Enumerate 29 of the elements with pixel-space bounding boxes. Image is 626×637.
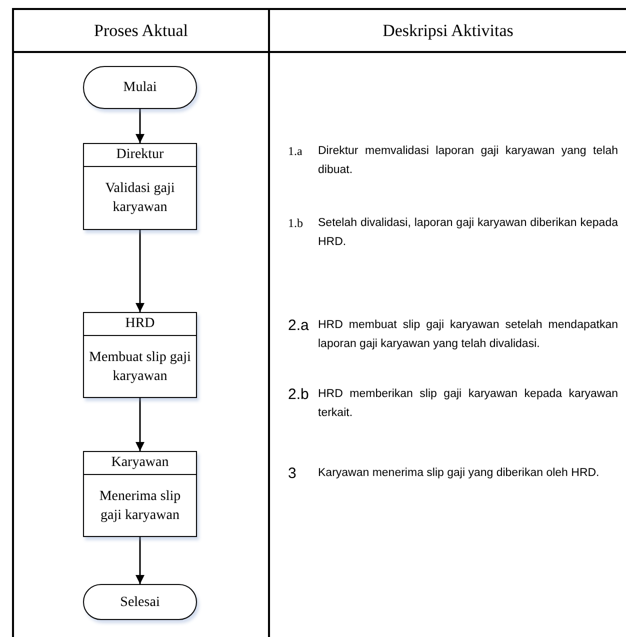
process-box: [83, 312, 197, 398]
column-header: Deskripsi Aktivitas: [382, 20, 514, 42]
step-number: 1.b: [288, 215, 304, 232]
arrow: [136, 537, 144, 584]
step-description: HRD membuat slip gaji karyawan setelah mendapatkan laporan gaji karyawan yang telah divalidasi.: [318, 318, 618, 352]
step-description: Setelah divalidasi, laporan gaji karyawan diberikan kepada HRD.: [318, 216, 618, 250]
arrow: [136, 109, 144, 143]
terminator-label: Mulai: [123, 79, 157, 97]
terminator-label: Selesai: [120, 594, 160, 612]
step-description: HRD memberikan slip gaji karyawan kepada karyawan terkait.: [318, 387, 618, 421]
role-header: HRD: [84, 313, 196, 336]
terminator-shape: [83, 584, 197, 620]
process-box: [83, 143, 197, 230]
role-header: Karyawan: [84, 452, 196, 475]
process-label: Validasi gaji karyawan: [104, 180, 176, 217]
arrow: [136, 398, 144, 451]
role-header: Direktur: [84, 144, 196, 167]
terminator-shape: [83, 66, 197, 109]
step-description: Direktur memvalidasi laporan gaji karyawan yang telah dibuat.: [318, 144, 618, 178]
process-box: [83, 451, 197, 537]
step-description: Karyawan menerima slip gaji yang diberikan oleh HRD.: [318, 466, 600, 481]
step-number: 1.a: [288, 143, 304, 160]
step-number: 2.b: [288, 385, 310, 405]
step-number: 2.a: [288, 316, 310, 336]
process-label: Membuat slip gaji karyawan: [88, 348, 192, 386]
step-number: 3: [288, 464, 298, 483]
process-label: Menerima slip gaji karyawan: [98, 488, 182, 524]
arrow: [136, 230, 144, 312]
column-header: Proses Aktual: [93, 20, 189, 42]
